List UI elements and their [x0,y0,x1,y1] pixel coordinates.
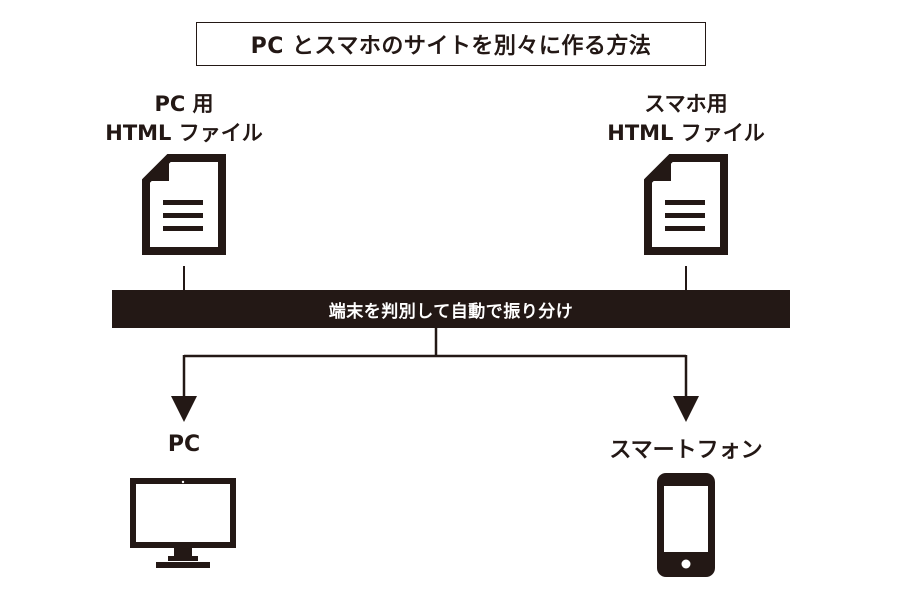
smartphone-device-label: スマートフォン [609,438,763,463]
pc-html-document-icon [142,154,226,255]
smartphone-arrowhead [673,396,699,422]
pc-file-label-line1: PC 用 [154,92,214,116]
smartphone-html-file-label: スマホ用 HTML ファイル [566,90,806,148]
pc-arrowhead [171,396,197,422]
diagram-title: PC とスマホのサイトを別々に作る方法 [196,22,706,66]
smartphone-file-label-line1: スマホ用 [644,92,728,116]
pc-file-connector [183,266,185,290]
smartphone-file-connector [685,266,687,290]
pc-html-file-label: PC 用 HTML ファイル [64,90,304,148]
smartphone-icon [657,473,715,577]
pc-device-label: PC [167,432,201,457]
pc-file-label-line2: HTML ファイル [105,121,263,145]
desktop-monitor-icon [130,478,236,568]
device-detection-bar: 端末を判別して自動で振り分け [112,290,790,328]
smartphone-file-label-line2: HTML ファイル [607,121,765,145]
device-detection-text: 端末を判別して自動で振り分け [328,301,574,322]
smartphone-html-document-icon [644,154,728,255]
